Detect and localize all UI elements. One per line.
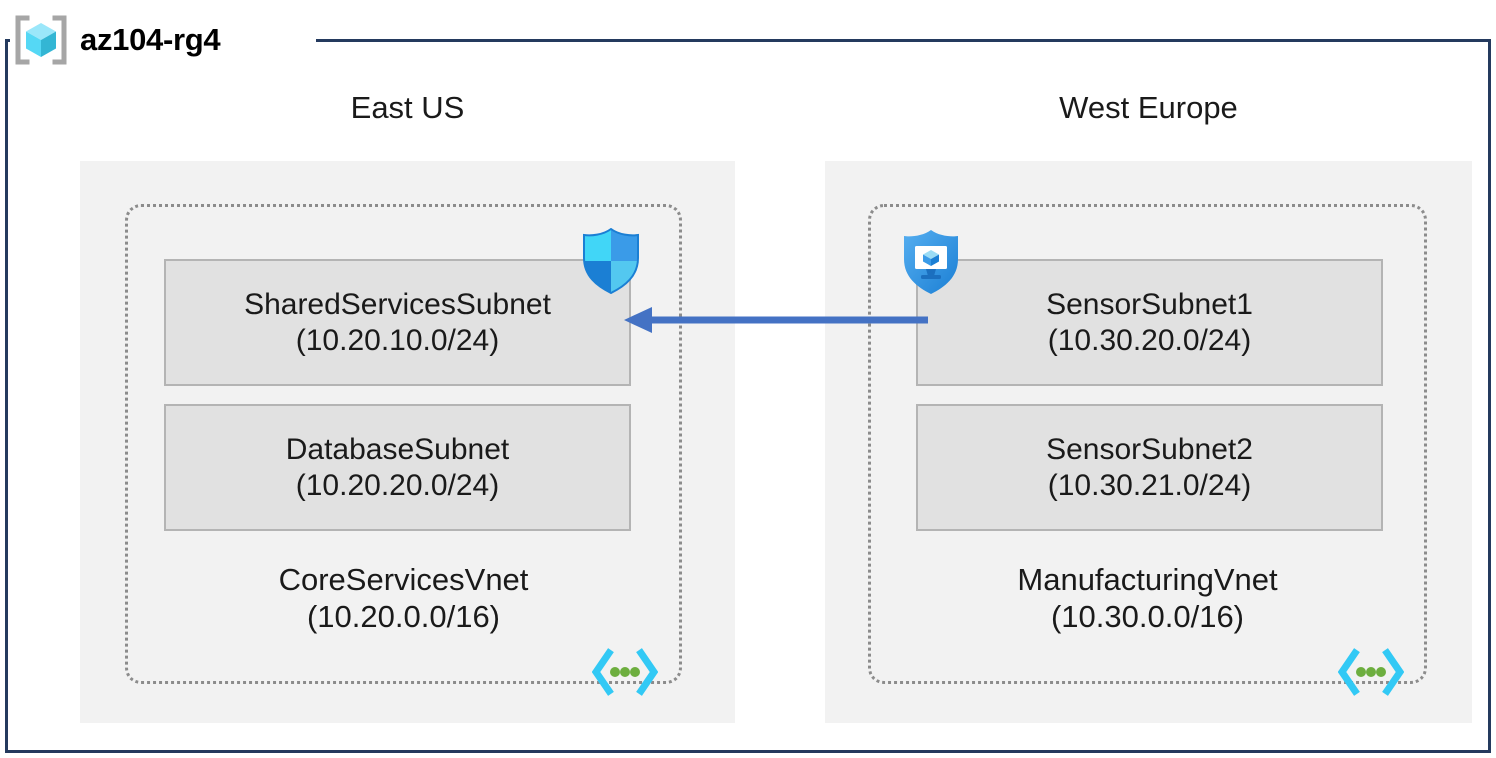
- subnet-name: DatabaseSubnet: [285, 433, 510, 467]
- subnet-box-sensorsubnet2[interactable]: SensorSubnet2 (10.30.21.0/24): [916, 404, 1383, 531]
- vnet-label-coreservicesvnet: CoreServicesVnet (10.20.0.0/16): [125, 562, 682, 635]
- vnet-name: ManufacturingVnet: [1017, 562, 1278, 597]
- resource-group-header: az104-rg4: [12, 12, 221, 68]
- virtual-network-icon: [1337, 648, 1405, 696]
- vnet-container-coreservicesvnet: [125, 204, 682, 684]
- resource-group-frame: [5, 39, 1491, 753]
- defender-for-cloud-shield-monitor-icon: [900, 228, 962, 296]
- subnet-cidr: (10.20.20.0/24): [295, 468, 500, 502]
- vnet-label-manufacturingvnet: ManufacturingVnet (10.30.0.0/16): [868, 562, 1427, 635]
- subnet-cidr: (10.20.10.0/24): [295, 323, 500, 357]
- resource-group-name: az104-rg4: [80, 22, 221, 57]
- subnet-name: SensorSubnet1: [1046, 288, 1253, 322]
- subnet-box-sharedservicessubnet[interactable]: SharedServicesSubnet (10.20.10.0/24): [164, 259, 631, 386]
- vnet-name: CoreServicesVnet: [278, 562, 529, 597]
- virtual-network-icon: [591, 648, 659, 696]
- subnet-box-databasesubnet[interactable]: DatabaseSubnet (10.20.20.0/24): [164, 404, 631, 531]
- resource-group-cube-icon: [12, 14, 70, 66]
- subnet-cidr: (10.30.21.0/24): [1047, 468, 1252, 502]
- network-security-group-shield-icon: [581, 227, 641, 295]
- vnet-cidr: (10.20.0.0/16): [306, 598, 501, 634]
- subnet-cidr: (10.30.20.0/24): [1047, 323, 1252, 357]
- subnet-box-sensorsubnet1[interactable]: SensorSubnet1 (10.30.20.0/24): [916, 259, 1383, 386]
- vnet-container-manufacturingvnet: [868, 204, 1427, 684]
- subnet-name: SharedServicesSubnet: [244, 288, 551, 322]
- region-label-west-europe: West Europe: [1059, 90, 1238, 125]
- vnet-cidr: (10.30.0.0/16): [1050, 598, 1245, 634]
- resource-group-title-gap: [10, 26, 316, 54]
- subnet-name: SensorSubnet2: [1046, 433, 1253, 467]
- region-label-east-us: East US: [350, 90, 465, 125]
- vnet-peering-arrow[interactable]: [620, 300, 930, 340]
